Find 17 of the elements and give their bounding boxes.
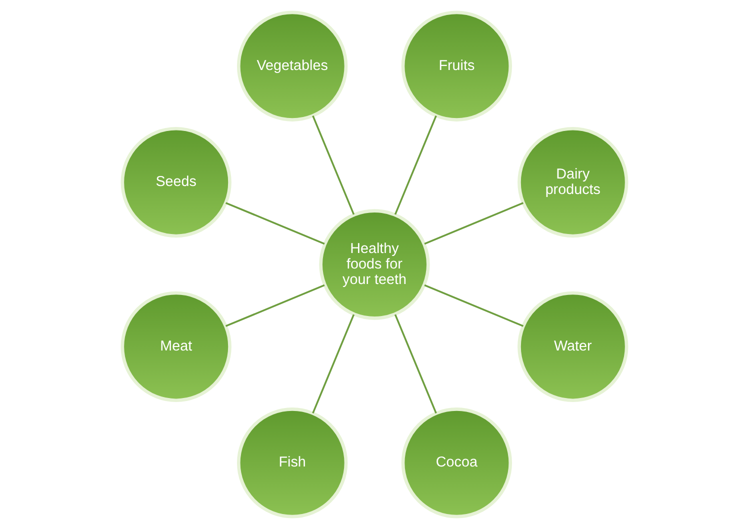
node-circle: Meat [120, 291, 232, 402]
node-circle: Healthy foods for your teeth [319, 209, 430, 320]
node-circle: Fish [236, 408, 348, 518]
connector [225, 202, 325, 245]
node-circle: Vegetables [236, 10, 348, 122]
connector [312, 314, 355, 414]
connector [394, 314, 437, 414]
node-circle: Dairy products [518, 126, 628, 238]
connector [312, 115, 355, 215]
node-circle: Seeds [120, 126, 232, 238]
node-circle: Water [518, 291, 628, 402]
connector [424, 284, 524, 327]
connector [225, 284, 325, 327]
connector [424, 202, 524, 245]
connector [394, 115, 437, 215]
node-circle: Fruits [401, 10, 512, 122]
node-circle: Cocoa [401, 408, 512, 518]
